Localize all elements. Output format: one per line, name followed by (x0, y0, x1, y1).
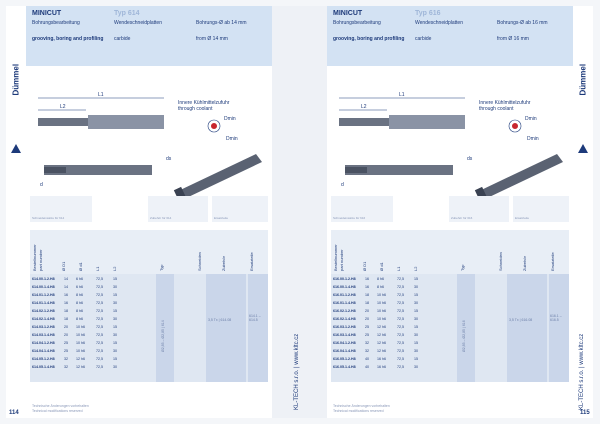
table-header: Bestellnummer part number Ø D1 Ø d1 L1 L… (331, 230, 569, 274)
type-label: Typ 614 (114, 10, 140, 17)
page-header: MINICUT Bohrungsbearbeitung grooving, bo… (26, 6, 272, 66)
right-sidebar: Dümmel (573, 6, 593, 418)
page-number-left: 114 (9, 410, 19, 416)
reference-boxes: Schneideinsätze für 616 Zubehör für 616 … (331, 196, 569, 222)
left-sidebar: Dümmel (6, 6, 26, 418)
spares-box[interactable]: Ersatzteile (212, 196, 268, 222)
type-band: Ø2,85 – Ø2,85 | 616 (457, 274, 475, 382)
accessories-box[interactable]: Zubehör für 616 (449, 196, 509, 222)
svg-text:Innere Kühlmittelzufuhr: Innere Kühlmittelzufuhr (479, 100, 531, 106)
svg-text:through coolant: through coolant (178, 106, 213, 112)
type-band: Ø2,85 – Ø2,85 | 614 (156, 274, 174, 382)
inserts-box[interactable]: Schneideinsätze für 616 (331, 196, 393, 222)
svg-text:Dmin: Dmin (527, 136, 539, 142)
spread-gutter (272, 6, 327, 418)
gutter-branding-right: KL-TECH s.r.o. | www.kltc.cz (579, 333, 585, 410)
page-footer: Technische Änderungen vorbehalten Techni… (32, 404, 89, 413)
table-header: Bestellnummer part number Ø D1 Ø d1 L1 L… (30, 230, 268, 274)
svg-text:L2: L2 (361, 104, 367, 110)
brand-logo-icon (11, 144, 21, 153)
svg-text:Innere Kühlmittelzufuhr: Innere Kühlmittelzufuhr (178, 100, 230, 106)
brand-vertical-right: Dümmel (578, 63, 588, 96)
spares-band: 616.1 – 616.5 (549, 274, 569, 382)
tool-drawing: L1 L2 Innere Kühlmittelzufuhr through co… (38, 92, 262, 202)
svg-text:d: d (341, 182, 344, 188)
page-114: MINICUT Bohrungsbearbeitung grooving, bo… (26, 6, 272, 418)
svg-text:Dmin: Dmin (525, 116, 537, 122)
type-label: Typ 616 (415, 10, 441, 17)
accessory-band: 3,5 Tx | 614.08 (206, 274, 246, 382)
reference-boxes: Schneideinsätze für 614 Zubehör für 614 … (30, 196, 268, 222)
svg-text:L2: L2 (60, 104, 66, 110)
inserts-box[interactable]: Schneideinsätze für 614 (30, 196, 92, 222)
page-footer: Technische Änderungen vorbehalten Techni… (333, 404, 390, 413)
svg-text:Dmin: Dmin (226, 136, 238, 142)
tool-drawing: L1 L2 Innere Kühlmittelzufuhr through co… (339, 92, 563, 202)
svg-text:d: d (40, 182, 43, 188)
brand-vertical: Dümmel (11, 63, 21, 96)
page-header: MINICUT Bohrungsbearbeitung grooving, bo… (327, 6, 573, 66)
product-title: MINICUT (333, 10, 363, 17)
accessories-box[interactable]: Zubehör für 614 (148, 196, 208, 222)
svg-text:through coolant: through coolant (479, 106, 514, 112)
spares-box[interactable]: Ersatzteile (513, 196, 569, 222)
product-title: MINICUT (32, 10, 62, 17)
gutter-branding: KL-TECH s.r.o. | www.kltc.cz (294, 333, 300, 410)
svg-text:L1: L1 (98, 92, 104, 98)
accessory-band: 3,5 Tx | 616.08 (507, 274, 547, 382)
parts-table: Bestellnummer part number Ø D1 Ø d1 L1 L… (30, 230, 268, 390)
brand-logo-icon-right (578, 144, 588, 153)
svg-text:ds: ds (467, 156, 473, 162)
page-number-right: 115 (580, 410, 590, 416)
svg-text:Dmin: Dmin (224, 116, 236, 122)
parts-table: Bestellnummer part number Ø D1 Ø d1 L1 L… (331, 230, 569, 390)
spares-band: 614.1 – 614.5 (248, 274, 268, 382)
svg-text:L1: L1 (399, 92, 405, 98)
page-115: MINICUT Bohrungsbearbeitung grooving, bo… (327, 6, 573, 418)
svg-text:ds: ds (166, 156, 172, 162)
